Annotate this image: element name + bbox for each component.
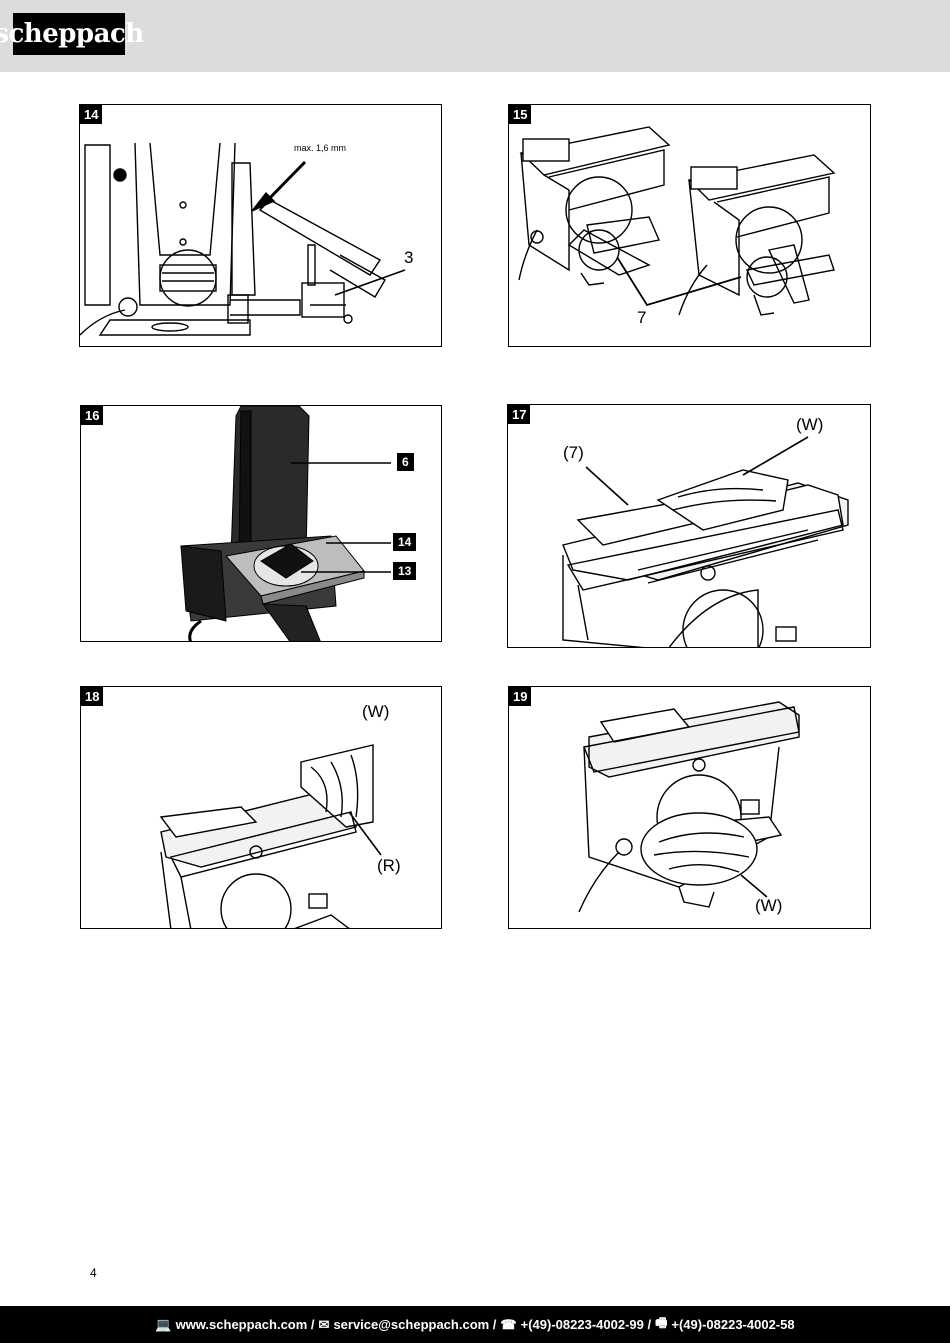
mail-icon: ✉ bbox=[318, 1316, 330, 1332]
figure-number: 17 bbox=[508, 405, 531, 424]
figure-16-photo bbox=[180, 406, 391, 641]
figure-14-illustration bbox=[80, 142, 406, 336]
callout-6: 6 bbox=[397, 453, 414, 471]
figure-18-illustration bbox=[159, 744, 382, 928]
figure-15-illustration bbox=[518, 126, 836, 316]
figure-16: 16 6 14 13 bbox=[80, 405, 442, 642]
callout-3: 3 bbox=[404, 248, 414, 267]
fax-text: +(49)-08223-4002-58 bbox=[671, 1317, 795, 1332]
figure-17: 17 (W) (7) bbox=[507, 404, 871, 648]
figure-number: 18 bbox=[81, 687, 104, 706]
phone-text: +(49)-08223-4002-99 / bbox=[520, 1317, 652, 1332]
figure-number: 15 bbox=[509, 105, 532, 124]
callout-7: (7) bbox=[563, 443, 584, 462]
figure-number: 14 bbox=[80, 105, 103, 124]
figure-19: 19 (W) bbox=[508, 686, 871, 929]
brand-logo: scheppach bbox=[0, 13, 144, 55]
website-text: www.scheppach.com / bbox=[175, 1317, 315, 1332]
page-number: 4 bbox=[90, 1266, 97, 1280]
tolerance-note: max. 1,6 mm bbox=[294, 143, 347, 153]
page-footer: 💻 www.scheppach.com / ✉ service@scheppac… bbox=[0, 1306, 950, 1343]
figure-15: 15 7 bbox=[508, 104, 871, 347]
callout-W: (W) bbox=[362, 702, 390, 721]
figure-14: 14 max. 1,6 mm 3 bbox=[79, 104, 442, 347]
callout-R: (R) bbox=[377, 856, 401, 875]
computer-icon: 💻 bbox=[155, 1316, 172, 1332]
callout-W: (W) bbox=[755, 896, 783, 915]
callout-14: 14 bbox=[393, 533, 417, 551]
callout-7: 7 bbox=[637, 308, 647, 327]
phone-icon: ☎ bbox=[500, 1316, 517, 1332]
figure-19-illustration bbox=[578, 701, 800, 913]
figure-18: 18 (W) (R) bbox=[80, 686, 442, 929]
figure-number: 16 bbox=[81, 406, 104, 425]
page-header: scheppach bbox=[0, 0, 950, 72]
callout-W: (W) bbox=[796, 415, 824, 434]
fax-icon: 🖷 bbox=[655, 1314, 668, 1330]
figure-number: 19 bbox=[509, 687, 532, 706]
figure-17-illustration bbox=[562, 436, 849, 647]
email-text: service@scheppach.com / bbox=[333, 1317, 497, 1332]
callout-13: 13 bbox=[393, 562, 417, 580]
